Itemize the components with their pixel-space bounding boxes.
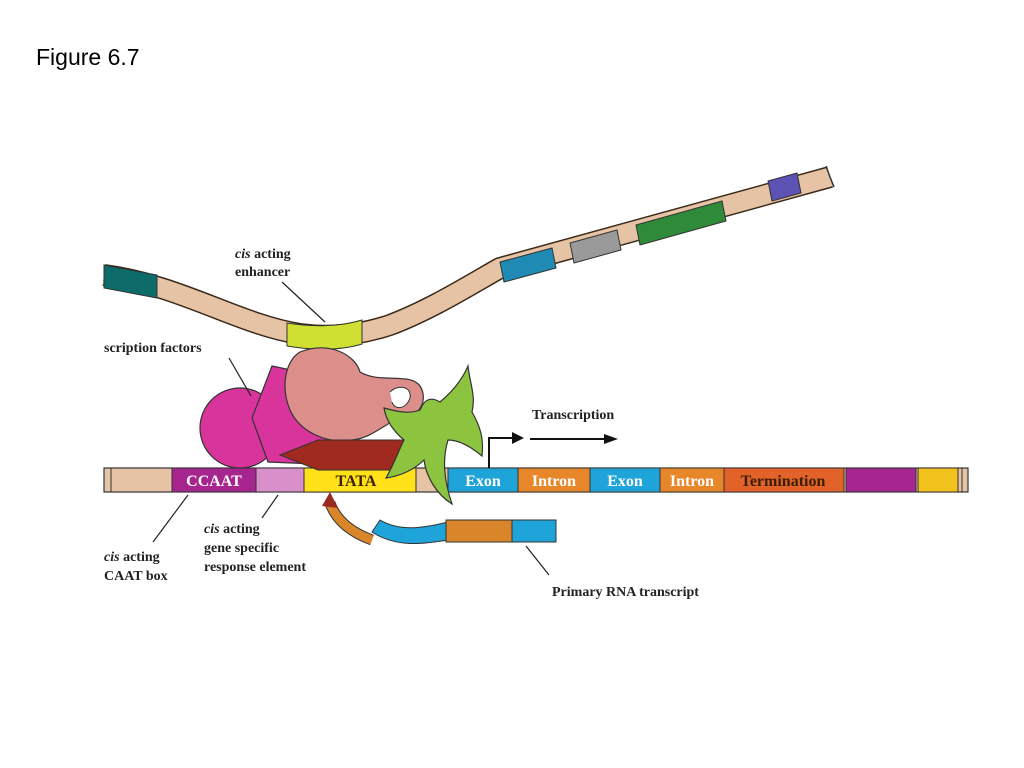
- caat-label-rest: acting: [120, 550, 160, 565]
- tata-label: TATA: [336, 473, 377, 490]
- magenta-block: [845, 467, 917, 493]
- figure-title: Figure 6.7: [36, 44, 140, 70]
- termination-label: Termination: [741, 473, 826, 490]
- ccaat-block: [171, 467, 257, 493]
- svg-text:cis acting: cis acting: [235, 247, 291, 262]
- response-label-rest: acting: [220, 522, 260, 537]
- upper-green-block: [635, 200, 727, 246]
- primary-rna-transcript: [322, 492, 557, 546]
- caat-label-line2: CAAT box: [104, 569, 168, 584]
- upper-dna-strand: [102, 165, 835, 347]
- enhancer-label-rest: acting: [251, 247, 291, 262]
- caat-annotation: cis acting CAAT box: [104, 494, 189, 584]
- transcription-start-arrow: [488, 432, 524, 468]
- intron-label-2: Intron: [670, 473, 714, 490]
- svg-text:cis acting: cis acting: [204, 522, 260, 537]
- enhancer-block: [286, 319, 363, 350]
- factors-label: scription factors: [104, 341, 202, 356]
- upper-gray-block: [569, 229, 622, 264]
- response-label-line2: gene specific: [204, 541, 279, 556]
- intron-block-2: [659, 467, 725, 493]
- termination-block: [723, 467, 845, 493]
- upper-teal-block: [103, 264, 158, 299]
- enhancer-label-italic: cis: [235, 247, 251, 262]
- response-element-annotation: cis acting gene specific response elemen…: [204, 494, 306, 575]
- intron-label-1: Intron: [532, 473, 576, 490]
- response-label-line3: response element: [204, 560, 306, 575]
- upper-blue-block: [499, 247, 557, 283]
- transcription-factor-complex: [199, 347, 484, 506]
- transcription-label: Transcription: [532, 408, 614, 423]
- lower-dna-strand: [103, 467, 969, 493]
- tata-block: [303, 467, 417, 493]
- caat-label-italic: cis: [104, 550, 120, 565]
- enhancer-annotation: cis acting enhancer: [235, 247, 326, 323]
- yellow-block: [917, 467, 959, 493]
- response-label-italic: cis: [204, 522, 220, 537]
- response-element-block: [255, 467, 305, 493]
- rna-annotation: Primary RNA transcript: [525, 545, 699, 600]
- factor-green-star: [383, 363, 484, 506]
- enhancer-label-line2: enhancer: [235, 265, 290, 280]
- svg-text:cis acting: cis acting: [104, 550, 160, 565]
- upper-indigo-block: [767, 172, 802, 202]
- rna-label: Primary RNA transcript: [552, 585, 699, 600]
- factors-annotation: scription factors: [104, 341, 252, 397]
- transcription-direction-arrow: [530, 434, 618, 444]
- ccaat-label: CCAAT: [186, 473, 242, 490]
- exon-label-2: Exon: [607, 473, 643, 490]
- exon-label-1: Exon: [465, 473, 501, 490]
